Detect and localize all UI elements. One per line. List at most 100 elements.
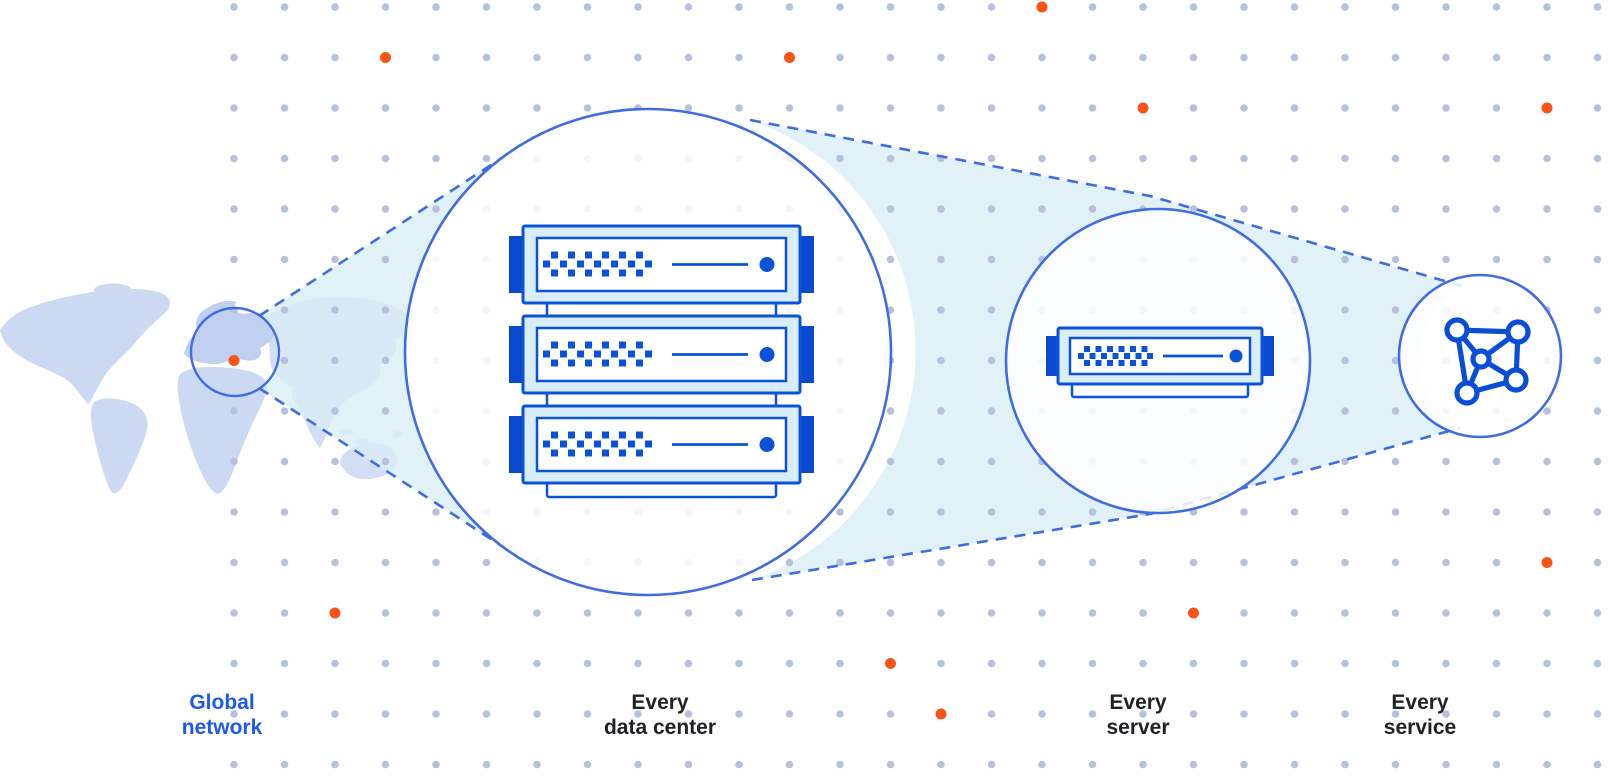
grid-dot: [987, 255, 996, 264]
led-matrix-square: [636, 269, 643, 277]
dashed-line-top-left: [258, 135, 535, 318]
grid-dot: [1391, 407, 1400, 415]
led-matrix-square: [1141, 346, 1148, 352]
grid-dot: [836, 659, 844, 668]
grid-dot: [230, 710, 238, 718]
grid-dot: [634, 710, 642, 718]
grid-dot-orange: [1541, 557, 1553, 568]
led-matrix-square: [611, 350, 618, 358]
grid-dot: [1139, 3, 1147, 11]
grid-dot: [1442, 508, 1450, 516]
grid-dot: [583, 710, 592, 718]
grid-dot: [1139, 760, 1147, 769]
grid-dot: [987, 205, 996, 213]
grid-dot: [1442, 710, 1450, 718]
grid-dot: [331, 760, 339, 769]
grid-dot: [836, 53, 844, 62]
grid-dot: [1189, 3, 1198, 11]
grid-dot: [1290, 457, 1299, 466]
label-line: Every: [631, 691, 689, 714]
grid-dot: [331, 407, 339, 415]
grid-dot: [634, 609, 642, 617]
grid-dot: [432, 609, 440, 617]
led-matrix-square: [577, 350, 584, 358]
grid-dot: [735, 760, 743, 769]
grid-dot: [1088, 104, 1097, 112]
led-matrix-square: [585, 431, 592, 439]
grid-dot: [432, 558, 440, 567]
led-matrix-square: [568, 449, 575, 457]
led-matrix-square: [636, 359, 643, 367]
grid-dot: [1290, 53, 1299, 62]
led-matrix-square: [636, 251, 643, 259]
grid-dot: [1492, 659, 1501, 668]
grid-dot: [1088, 508, 1097, 516]
grid-dot: [1492, 154, 1501, 163]
grid-dot: [1038, 710, 1046, 718]
grid-dot: [1492, 457, 1501, 466]
led-matrix-square: [551, 359, 558, 367]
led-matrix-square: [1078, 353, 1084, 359]
grid-dot: [1391, 457, 1400, 466]
led-matrix-square: [645, 260, 652, 268]
grid-dot: [1391, 306, 1400, 314]
led-matrix-square: [1095, 360, 1102, 366]
grid-dot: [1543, 609, 1551, 617]
grid-dot: [381, 255, 390, 264]
led-matrix-square: [585, 359, 592, 367]
label-line: service: [1383, 716, 1457, 739]
grid-dot: [1492, 104, 1501, 112]
grid-dot: [684, 53, 693, 62]
grid-dot: [1240, 508, 1248, 516]
led-matrix-square: [1095, 346, 1102, 352]
grid-dot-orange: [1541, 102, 1553, 114]
grid-dot: [533, 53, 541, 62]
grid-dot: [432, 508, 440, 516]
server-unit: [509, 404, 814, 485]
grid-dot: [1543, 760, 1551, 769]
grid-dot: [331, 710, 339, 718]
led-matrix-square: [611, 260, 618, 268]
server-unit: [1046, 326, 1274, 386]
grid-dot: [1290, 609, 1299, 617]
grid-dot: [432, 154, 440, 163]
grid-dot: [987, 154, 996, 163]
grid-dot: [836, 104, 844, 112]
grid-dot: [230, 407, 238, 415]
rack-ear-left: [509, 416, 525, 473]
grid-dot: [1240, 104, 1248, 112]
grid-dot: [937, 558, 945, 567]
grid-dot: [886, 558, 895, 567]
grid-dot: [1391, 255, 1400, 264]
power-dot: [759, 437, 775, 452]
grid-dot: [230, 104, 238, 112]
grid-dot: [1290, 710, 1299, 718]
grid-dot: [684, 659, 693, 668]
grid-dot: [1442, 760, 1450, 769]
grid-dot: [1442, 3, 1450, 11]
led-matrix-square: [628, 350, 635, 358]
grid-dot: [280, 154, 289, 163]
grid-dot: [482, 659, 491, 668]
power-dot: [759, 347, 775, 362]
grid-dot: [684, 710, 693, 718]
grid-dot: [987, 760, 996, 769]
dashed-line-bottom-left: [258, 386, 535, 569]
grid-dot: [583, 104, 592, 112]
grid-dot: [1492, 508, 1501, 516]
led-matrix-square: [543, 440, 550, 448]
grid-dot: [1492, 558, 1501, 567]
led-matrix-square: [602, 269, 609, 277]
server-front-panel: [535, 236, 788, 293]
grid-dot: [1492, 609, 1501, 617]
grid-dot: [886, 205, 895, 213]
continent-europe: [184, 300, 275, 365]
led-matrix-square: [1124, 353, 1130, 359]
grid-dot: [1240, 710, 1248, 718]
grid-dot: [1391, 154, 1400, 163]
grid-dot: [230, 154, 238, 163]
dashed-line-top-right: [749, 118, 1463, 288]
grid-dot: [280, 255, 289, 264]
grid-dot: [1543, 407, 1551, 415]
